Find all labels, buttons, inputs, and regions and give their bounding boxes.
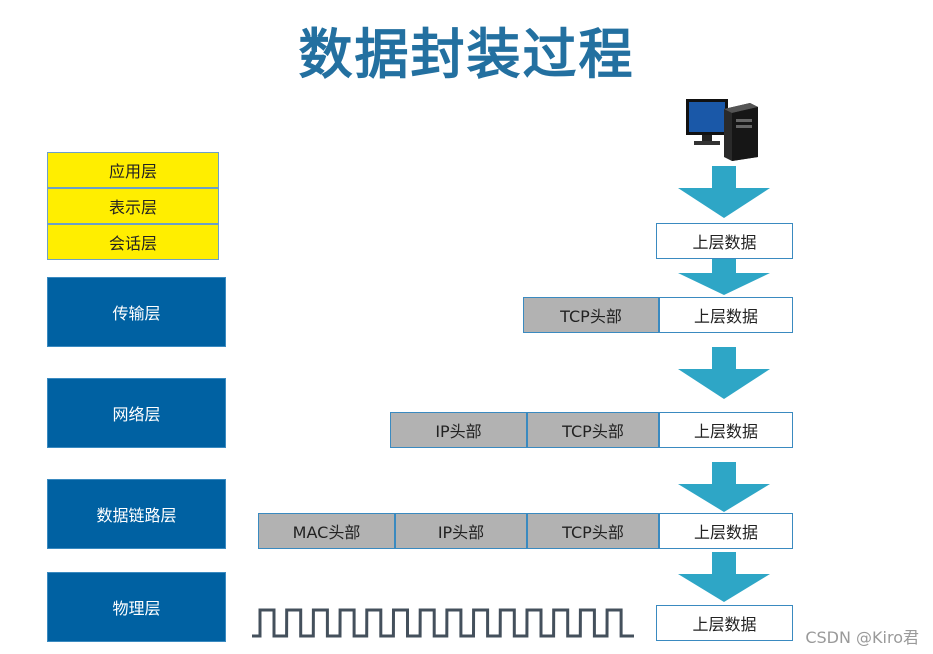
square-wave-icon [252, 608, 634, 638]
layer-datalink: 数据链路层 [47, 479, 226, 549]
down-arrow-icon [678, 552, 770, 602]
upper-data-cell: 上层数据 [659, 297, 793, 333]
ip-header-cell: IP头部 [390, 412, 527, 448]
tcp-header-cell: TCP头部 [527, 412, 659, 448]
layer-network: 网络层 [47, 378, 226, 448]
ip-header-cell: IP头部 [395, 513, 527, 549]
upper-data-cell: 上层数据 [659, 412, 793, 448]
tcp-header-cell: TCP头部 [523, 297, 659, 333]
layer-physical: 物理层 [47, 572, 226, 642]
down-arrow-icon [678, 166, 770, 218]
layer-application: 应用层 [47, 152, 219, 188]
layer-transport: 传输层 [47, 277, 226, 347]
computer-icon [686, 99, 758, 161]
watermark: CSDN @Kiro君 [805, 628, 919, 647]
layer-presentation: 表示层 [47, 188, 219, 224]
mac-header-cell: MAC头部 [258, 513, 395, 549]
upper-data-cell: 上层数据 [656, 223, 793, 259]
down-arrow-icon [678, 462, 770, 512]
upper-data-cell: 上层数据 [659, 513, 793, 549]
down-arrow-icon [678, 259, 770, 295]
layer-session: 会话层 [47, 224, 219, 260]
upper-data-cell: 上层数据 [656, 605, 793, 641]
tcp-header-cell: TCP头部 [527, 513, 659, 549]
down-arrow-icon [678, 347, 770, 399]
page-title: 数据封装过程 [298, 22, 635, 86]
